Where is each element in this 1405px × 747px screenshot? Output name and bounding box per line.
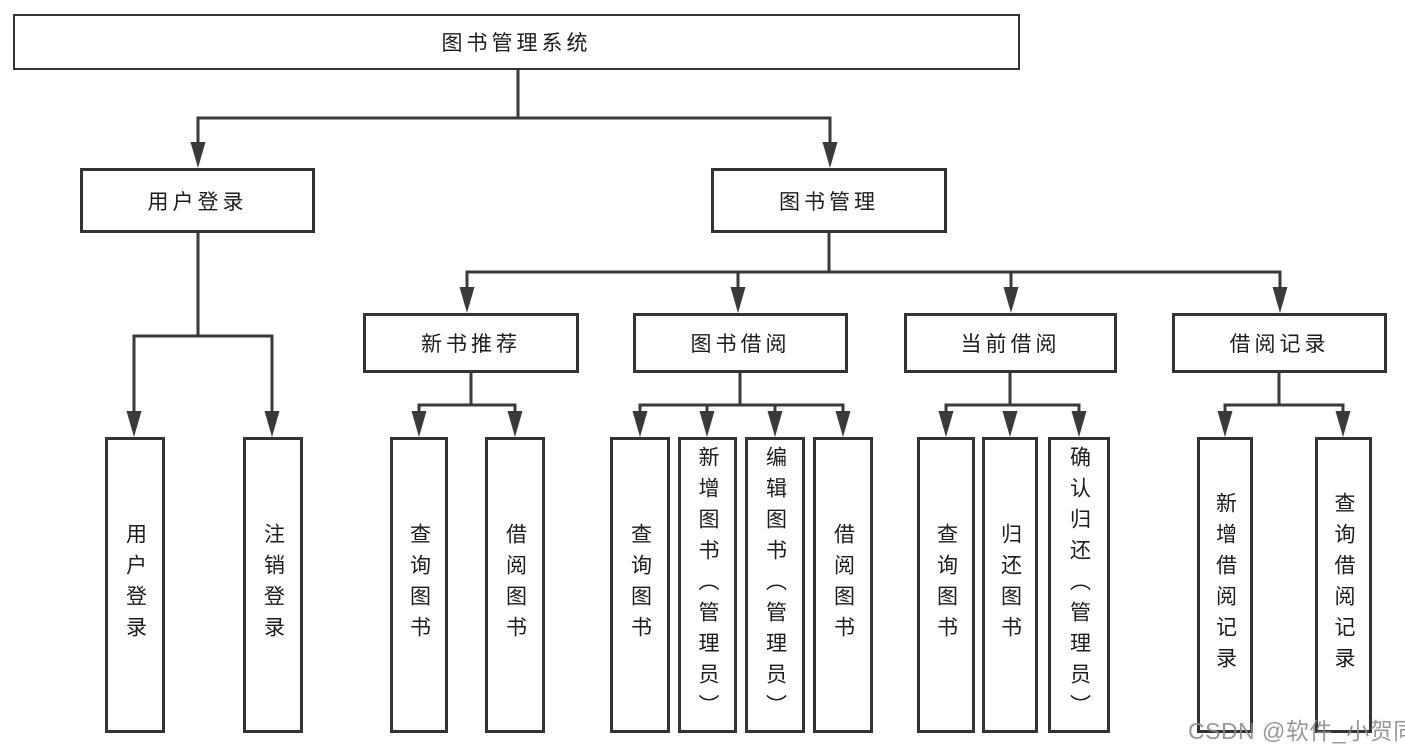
leaf-label: 借阅图书: [831, 523, 855, 647]
leaf-label: 用户登录: [123, 523, 147, 647]
node-label: 图书管理系统: [441, 32, 592, 55]
node-user-login: 用户登录: [80, 168, 315, 233]
leaf-label: 新增借阅记录: [1213, 492, 1237, 678]
leaf-return-book: 归还图书: [982, 437, 1038, 733]
leaf-borrow-book: 借阅图书: [813, 437, 873, 733]
leaf-label: 查询借阅记录: [1332, 492, 1355, 678]
leaf-label: 编辑图书（管理员）: [763, 445, 787, 725]
node-book-management: 图书管理: [711, 168, 947, 233]
leaf-label: 归还图书: [998, 523, 1022, 647]
node-borrow-records: 借阅记录: [1172, 313, 1387, 373]
leaf-edit-book-admin: 编辑图书（管理员）: [745, 437, 805, 733]
leaf-label: 注销登录: [261, 523, 285, 647]
node-label: 新书推荐: [421, 333, 521, 356]
leaf-borrow-books-recommend: 借阅图书: [485, 437, 545, 733]
leaf-query-books-borrowing: 查询图书: [610, 437, 670, 733]
leaf-label: 确认归还（管理员）: [1067, 445, 1091, 725]
leaf-add-borrow-record: 新增借阅记录: [1197, 437, 1253, 733]
node-label: 图书管理: [779, 190, 879, 214]
leaf-label: 新增图书（管理员）: [696, 445, 719, 725]
node-book-borrowing: 图书借阅: [633, 313, 848, 373]
node-library-system: 图书管理系统: [13, 14, 1020, 70]
leaf-logout: 注销登录: [243, 437, 303, 733]
node-label: 图书借阅: [690, 333, 791, 356]
node-new-book-recommend: 新书推荐: [363, 313, 579, 373]
node-label: 用户登录: [147, 190, 248, 214]
leaf-label: 查询图书: [628, 523, 652, 647]
leaf-label: 借阅图书: [503, 523, 527, 647]
leaf-add-book-admin: 新增图书（管理员）: [678, 437, 737, 733]
node-label: 当前借阅: [960, 333, 1061, 356]
leaf-label: 查询图书: [407, 523, 431, 647]
leaf-confirm-return-admin: 确认归还（管理员）: [1048, 437, 1110, 733]
leaf-query-borrow-record: 查询借阅记录: [1315, 437, 1372, 733]
arrowhead-icons: [126, 142, 1351, 437]
node-current-borrowing: 当前借阅: [904, 313, 1117, 373]
leaf-query-books-recommend: 查询图书: [390, 437, 448, 733]
leaf-label: 查询图书: [934, 523, 958, 647]
node-label: 借阅记录: [1229, 333, 1330, 356]
csdn-watermark: CSDN @软件_小贺同学: [1188, 718, 1405, 744]
leaf-query-books-current: 查询图书: [917, 437, 975, 733]
leaf-user-login: 用户登录: [105, 437, 165, 733]
